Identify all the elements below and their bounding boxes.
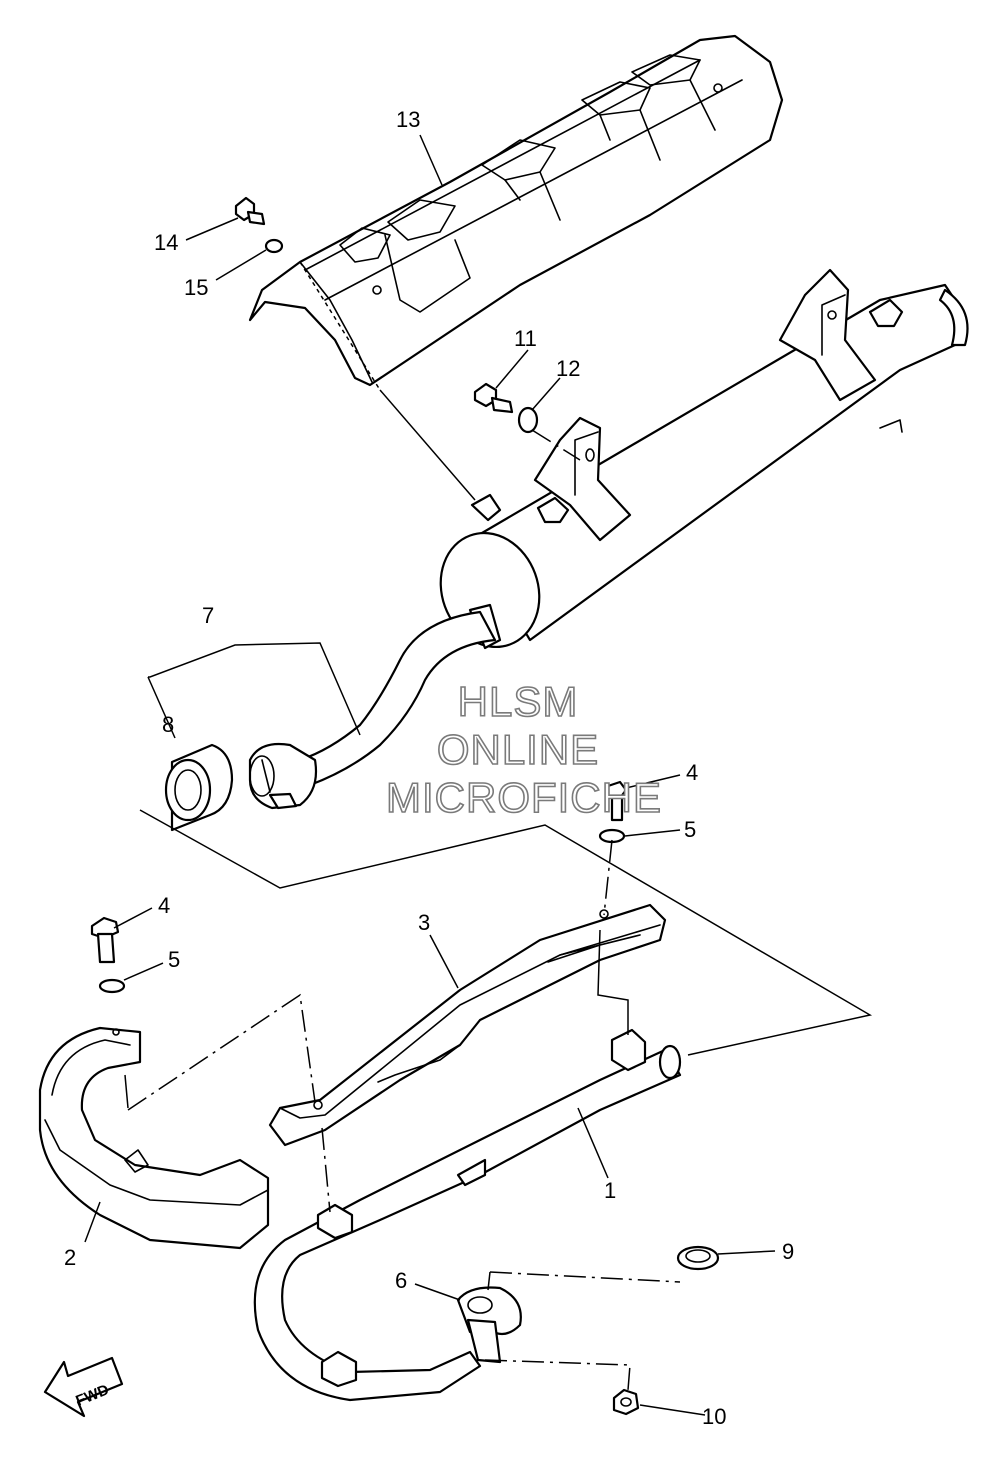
washer-5-left[interactable] [98,978,126,994]
callout-3: 3 [418,910,430,935]
callout-5-left: 5 [168,947,180,972]
washer-12[interactable] [517,406,539,434]
exhaust-pipe-1[interactable] [253,1028,682,1402]
callout-5-right: 5 [684,817,696,842]
callout-4-right: 4 [686,760,698,785]
callout-8: 8 [162,712,174,737]
callout-14: 14 [154,230,178,255]
callout-15: 15 [184,275,208,300]
washer-15[interactable] [264,238,284,254]
watermark-line-1: HLSM [458,678,579,725]
watermark: HLSM ONLINE MICROFICHE [385,677,662,822]
watermark-line-2: ONLINE [437,726,599,773]
fwd-arrow: FWD [43,1356,124,1418]
callout-11: 11 [514,326,537,351]
gasket-9[interactable] [676,1245,720,1271]
exhaust-pipe-7[interactable] [248,610,497,810]
callout-2: 2 [64,1245,76,1270]
heat-protector-13[interactable] [248,34,784,387]
protector-3[interactable] [268,903,667,1147]
callout-12: 12 [556,356,580,381]
watermark-line-3: MICROFICHE [386,774,662,821]
bolt-4-right[interactable] [606,780,628,822]
muffler[interactable] [425,268,969,661]
gasket-8[interactable] [164,743,234,832]
callout-1: 1 [604,1178,616,1203]
callout-6: 6 [395,1268,407,1293]
nut-10[interactable] [612,1388,640,1416]
callout-10: 10 [702,1404,726,1429]
bolt-14[interactable] [234,196,266,226]
callout-7: 7 [202,603,214,628]
callout-4-left: 4 [158,893,170,918]
callout-13: 13 [396,107,420,132]
flange-6[interactable] [456,1286,522,1364]
bolt-11[interactable] [473,382,514,414]
callout-9: 9 [782,1239,794,1264]
bolt-4-left[interactable] [90,916,120,964]
guard-2[interactable] [38,1026,270,1250]
